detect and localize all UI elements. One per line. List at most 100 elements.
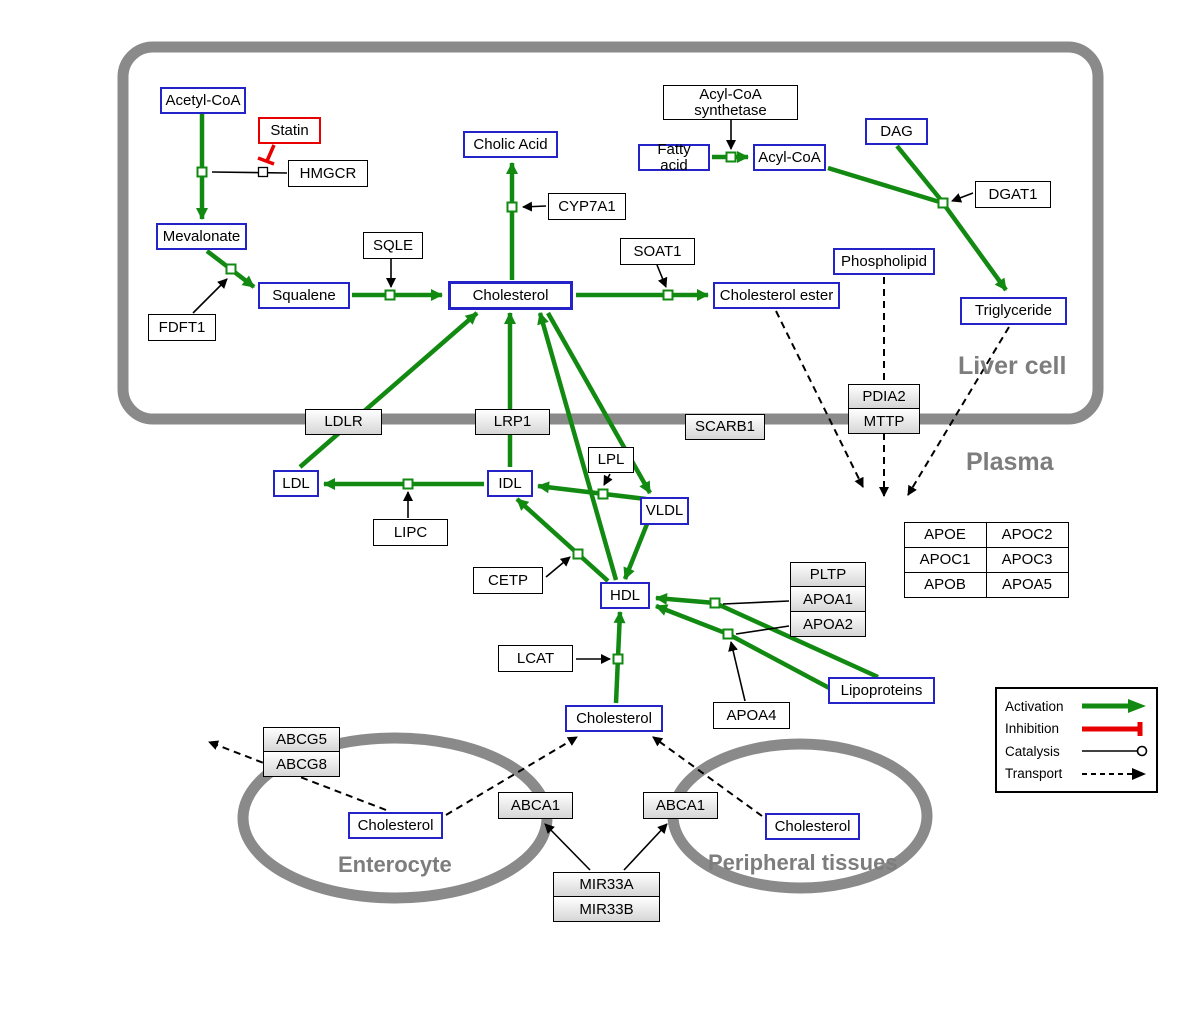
legend-activation-label: Activation xyxy=(1005,698,1064,714)
node-apoc2[interactable]: APOC2 xyxy=(985,521,1069,548)
node-cholesterol-plasma[interactable]: Cholesterol xyxy=(565,705,663,732)
node-apoe[interactable]: APOE xyxy=(903,521,987,548)
plasma-label: Plasma xyxy=(966,448,1054,476)
legend-row-activation: Activation xyxy=(1005,695,1148,717)
peripheral-tissues-label: Peripheral tissues xyxy=(708,850,898,875)
node-acyl-coa-synthetase[interactable]: Acyl-CoA synthetase xyxy=(663,85,798,120)
node-lipc[interactable]: LIPC xyxy=(373,519,448,546)
catalysis-circle-icon xyxy=(1082,745,1148,757)
edge-hdl-cholesterol xyxy=(537,312,619,581)
node-apoc3[interactable]: APOC3 xyxy=(985,546,1069,573)
node-abcg5[interactable]: ABCG5 xyxy=(263,727,340,752)
hmgcr-catalysis-anchor xyxy=(257,166,269,178)
node-acyl-coa[interactable]: Acyl-CoA xyxy=(753,144,826,171)
node-fatty-acid[interactable]: Fatty acid xyxy=(638,141,710,173)
statin-inhibition-bar xyxy=(257,156,275,166)
edge-enterocyte-to-plasma-cholesterol xyxy=(445,736,578,816)
edge-apoa-stack-upper-node xyxy=(722,600,790,605)
abcg-stack: ABCG5 ABCG8 xyxy=(263,727,340,777)
node-acetyl-coa[interactable]: Acetyl-CoA xyxy=(160,87,246,114)
node-vldl[interactable]: VLDL xyxy=(640,497,689,525)
node-apoa4[interactable]: APOA4 xyxy=(713,702,790,729)
node-cholesterol-peripheral[interactable]: Cholesterol xyxy=(765,813,860,840)
node-cholic-acid[interactable]: Cholic Acid xyxy=(463,131,558,158)
node-lrp1[interactable]: LRP1 xyxy=(475,409,550,435)
node-apoa1[interactable]: APOA1 xyxy=(790,587,866,612)
edge-hdl-idl xyxy=(515,497,610,583)
edge-statin-inhibits-hmgcr xyxy=(265,144,276,162)
node-soat1[interactable]: SOAT1 xyxy=(620,238,695,265)
pltp-apoa-stack: PLTP APOA1 APOA2 xyxy=(790,562,866,637)
edge-fdft1-catalysis xyxy=(192,278,228,314)
node-apob[interactable]: APOB xyxy=(903,571,987,598)
node-cholesterol-liver[interactable]: Cholesterol xyxy=(448,281,573,310)
edge-cholesterol-ester-transport xyxy=(775,310,864,488)
inhibition-edge xyxy=(257,144,276,166)
node-dgat1[interactable]: DGAT1 xyxy=(975,181,1051,208)
legend-row-inhibition: Inhibition xyxy=(1005,718,1148,740)
node-abca1-enterocyte[interactable]: ABCA1 xyxy=(498,792,573,819)
liver-cell-label: Liver cell xyxy=(958,352,1067,380)
edge-cyp7a1-catalysis xyxy=(522,201,547,212)
node-mir33a[interactable]: MIR33A xyxy=(553,872,660,897)
node-cholesterol-enterocyte[interactable]: Cholesterol xyxy=(348,812,443,839)
activation-arrow-icon xyxy=(1082,699,1146,714)
edge-vldl-idl xyxy=(537,481,647,502)
node-abcg8[interactable]: ABCG8 xyxy=(263,752,340,777)
edge-ldl-cholesterol xyxy=(298,311,479,469)
node-idl[interactable]: IDL xyxy=(487,470,533,497)
node-squalene[interactable]: Squalene xyxy=(258,282,350,309)
node-hmgcr[interactable]: HMGCR xyxy=(288,160,368,187)
node-abca1-peripheral[interactable]: ABCA1 xyxy=(643,792,718,819)
pdia2-mttp-stack: PDIA2 MTTP xyxy=(848,384,920,434)
edge-enterocyte-abcg-export xyxy=(208,740,387,811)
node-ldl[interactable]: LDL xyxy=(273,470,319,497)
node-lcat[interactable]: LCAT xyxy=(498,645,573,672)
edge-hmgcr-catalysis xyxy=(211,171,288,174)
inhibition-tee-icon xyxy=(1082,721,1143,736)
edge-mir33-abca1-right xyxy=(623,823,668,871)
legend-inhibition-label: Inhibition xyxy=(1005,721,1060,737)
edge-peripheral-to-plasma-cholesterol xyxy=(652,736,763,817)
node-apoa2[interactable]: APOA2 xyxy=(790,612,866,637)
node-mir33b[interactable]: MIR33B xyxy=(553,897,660,922)
edge-apoa-stack-lower-node xyxy=(735,625,790,635)
node-fdft1[interactable]: FDFT1 xyxy=(148,314,216,341)
node-cholesterol-ester[interactable]: Cholesterol ester xyxy=(713,282,840,309)
node-ldlr[interactable]: LDLR xyxy=(305,409,382,435)
liver-cell-membrane xyxy=(117,41,1104,425)
enterocyte-label: Enterocyte xyxy=(338,852,452,877)
node-dag[interactable]: DAG xyxy=(865,118,928,145)
edge-soat1-catalysis xyxy=(656,264,668,288)
node-phospholipid[interactable]: Phospholipid xyxy=(833,248,935,275)
node-pltp[interactable]: PLTP xyxy=(790,562,866,587)
reaction-nodes xyxy=(196,151,949,665)
legend-row-transport: Transport xyxy=(1005,763,1148,785)
edge-dgat1-catalysis xyxy=(951,192,974,203)
node-apoa5[interactable]: APOA5 xyxy=(985,571,1069,598)
node-cyp7a1[interactable]: CYP7A1 xyxy=(548,193,626,220)
node-mevalonate[interactable]: Mevalonate xyxy=(156,223,247,250)
mir33-stack: MIR33A MIR33B xyxy=(553,872,660,922)
node-lpl[interactable]: LPL xyxy=(588,447,634,473)
node-statin[interactable]: Statin xyxy=(258,117,321,144)
legend-transport-label: Transport xyxy=(1005,766,1063,782)
node-lipoproteins[interactable]: Lipoproteins xyxy=(828,677,935,704)
edge-cetp-catalysis xyxy=(545,556,571,578)
legend-catalysis-label: Catalysis xyxy=(1005,743,1060,759)
node-sqle[interactable]: SQLE xyxy=(363,232,423,259)
node-mttp[interactable]: MTTP xyxy=(848,409,920,434)
node-apoc1[interactable]: APOC1 xyxy=(903,546,987,573)
node-pdia2[interactable]: PDIA2 xyxy=(848,384,920,409)
transport-arrow-icon xyxy=(1082,767,1146,780)
node-hdl[interactable]: HDL xyxy=(600,582,650,609)
node-cetp[interactable]: CETP xyxy=(473,567,543,594)
legend-row-catalysis: Catalysis xyxy=(1005,740,1148,762)
node-triglyceride[interactable]: Triglyceride xyxy=(960,297,1067,325)
apolipoprotein-table: APOE APOC2 APOC1 APOC3 APOB APOA5 xyxy=(903,521,1069,598)
node-scarb1[interactable]: SCARB1 xyxy=(685,414,765,440)
edge-mir33-abca1-left xyxy=(544,823,591,871)
edge-lpl-catalysis xyxy=(603,473,613,486)
